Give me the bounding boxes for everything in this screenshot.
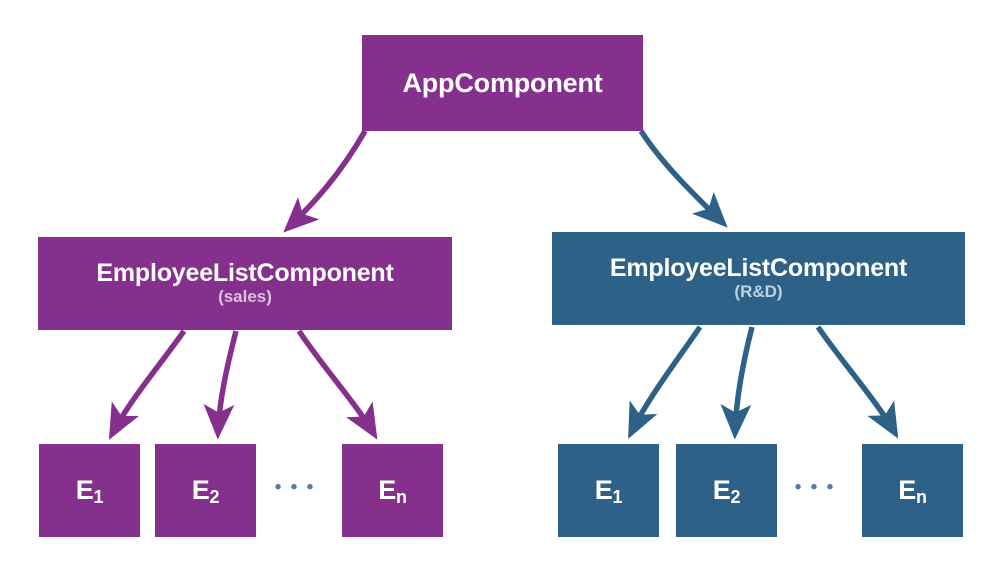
- node-employee-rnd-1-label: E1: [594, 475, 623, 508]
- node-employee-sales-n-label: En: [378, 475, 407, 508]
- edge-sales-to-e2: [203, 330, 239, 440]
- node-employee-rnd-1-index: 1: [612, 487, 623, 508]
- node-employee-rnd-2-label: E2: [712, 475, 741, 508]
- ellipsis-sales: • • •: [274, 477, 316, 498]
- node-employee-sales-n[interactable]: En: [342, 444, 443, 537]
- edge-rnd-to-e2: [720, 326, 755, 440]
- node-employee-list-rnd-label: EmployeeListComponent: [609, 253, 908, 282]
- node-employee-list-sales-subtitle: (sales): [218, 287, 272, 307]
- node-employee-rnd-n-letter: E: [898, 475, 916, 506]
- node-employee-sales-1-letter: E: [75, 475, 94, 506]
- node-employee-sales-2-index: 2: [209, 487, 220, 508]
- node-employee-sales-2[interactable]: E2: [155, 444, 256, 537]
- node-employee-rnd-n-label: En: [898, 475, 927, 508]
- node-employee-sales-2-label: E2: [191, 475, 220, 508]
- node-employee-list-component-rnd[interactable]: EmployeeListComponent (R&D): [552, 232, 965, 325]
- edge-sales-to-e1: [108, 329, 187, 440]
- edge-root-to-sales: [283, 129, 368, 233]
- node-employee-rnd-1-letter: E: [594, 475, 613, 506]
- node-employee-list-rnd-subtitle: (R&D): [734, 282, 783, 302]
- node-employee-rnd-2-index: 2: [730, 487, 741, 508]
- node-employee-rnd-n[interactable]: En: [862, 444, 963, 537]
- node-employee-rnd-n-index: n: [916, 487, 927, 508]
- node-employee-sales-1-index: 1: [93, 487, 104, 508]
- node-employee-sales-2-letter: E: [191, 475, 210, 506]
- edge-sales-to-en: [296, 329, 378, 440]
- node-employee-sales-n-letter: E: [378, 475, 396, 506]
- node-employee-rnd-2-letter: E: [712, 475, 731, 506]
- edge-root-to-rnd: [638, 129, 728, 228]
- node-employee-list-sales-label: EmployeeListComponent: [96, 258, 394, 287]
- edge-rnd-to-e1: [628, 325, 703, 439]
- ellipsis-rnd: • • •: [794, 477, 836, 498]
- node-employee-rnd-2[interactable]: E2: [676, 444, 777, 537]
- node-app-component-label: AppComponent: [402, 67, 603, 98]
- node-employee-list-component-sales[interactable]: EmployeeListComponent (sales): [38, 237, 452, 330]
- node-employee-rnd-1[interactable]: E1: [558, 444, 659, 537]
- node-app-component[interactable]: AppComponent: [362, 35, 643, 131]
- node-employee-sales-1[interactable]: E1: [39, 444, 140, 537]
- node-employee-sales-n-index: n: [396, 487, 407, 508]
- edge-rnd-to-en: [815, 325, 899, 439]
- node-employee-sales-1-label: E1: [75, 475, 104, 508]
